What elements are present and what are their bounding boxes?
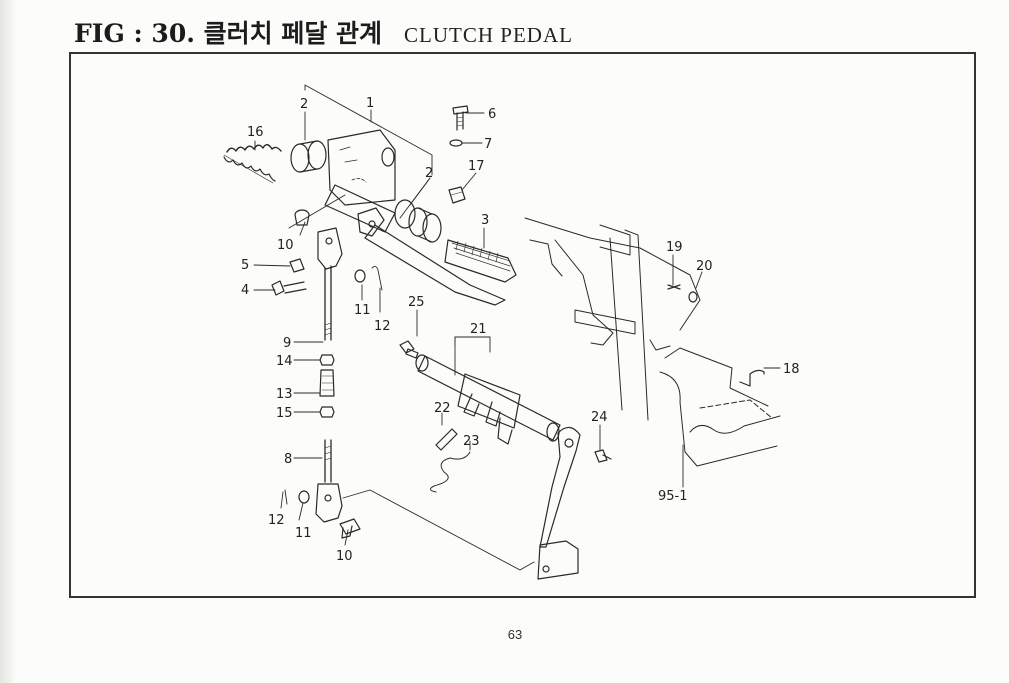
callout-12b: 12	[268, 513, 285, 528]
page-number: 63	[507, 627, 523, 642]
page-binding-edge	[0, 0, 16, 683]
callout-19: 19	[666, 240, 683, 255]
callout-11a: 11	[354, 303, 371, 318]
callout-4: 4	[241, 283, 249, 298]
callout-9: 9	[283, 336, 291, 351]
callout-12a: 12	[374, 319, 391, 334]
leader-lines	[253, 84, 781, 571]
adjusting-rod	[319, 354, 335, 483]
callout-15: 15	[276, 406, 293, 421]
pedal-shaft-bracket	[324, 129, 506, 306]
callout-14: 14	[276, 354, 293, 369]
bushing-top	[290, 140, 327, 173]
callout-11b: 11	[295, 526, 312, 541]
callout-13: 13	[276, 387, 293, 402]
callout-95-1: 95-1	[658, 489, 688, 504]
upper-clevis-assembly	[271, 209, 383, 341]
callout-2b: 2	[425, 166, 433, 181]
callout-10a: 10	[277, 238, 294, 253]
bushing-right	[408, 207, 442, 243]
clutch-cross-shaft	[415, 354, 561, 445]
callout-3: 3	[481, 213, 489, 228]
callout-5: 5	[241, 258, 249, 273]
callout-1: 1	[366, 96, 374, 111]
shaft-bolt	[594, 449, 612, 463]
clutch-pedal-arm	[537, 426, 581, 580]
callout-17: 17	[468, 159, 485, 174]
figure-subtitle: CLUTCH PEDAL	[404, 23, 573, 47]
callout-8: 8	[284, 452, 292, 467]
figure-title: FIG : 30. 클러치 페달 관계	[74, 19, 383, 48]
callout-22: 22	[434, 401, 451, 416]
callout-16: 16	[247, 125, 264, 140]
callout-23: 23	[463, 434, 480, 449]
lower-clevis-assembly	[284, 483, 361, 539]
return-spring	[223, 144, 282, 184]
callout-24: 24	[591, 410, 608, 425]
grease-nipple-shaft	[399, 340, 419, 359]
callout-10b: 10	[336, 549, 353, 564]
callout-18: 18	[783, 362, 800, 377]
callout-21: 21	[470, 322, 487, 337]
bolt-washer-nipple	[448, 105, 469, 204]
diagram-frame	[69, 52, 976, 598]
callout-labels: 1 2 2 3 4 5 6 7 8 9 10 10 11 11 12 12 13…	[241, 96, 800, 564]
callout-20: 20	[696, 259, 713, 274]
tractor-frame	[524, 217, 781, 467]
callout-6: 6	[488, 107, 496, 122]
callout-2a: 2	[300, 97, 308, 112]
fork-pin-and-clip	[430, 428, 471, 493]
figure-header: FIG : 30. 클러치 페달 관계 CLUTCH PEDAL	[74, 14, 573, 48]
callout-25: 25	[408, 295, 425, 310]
bracket-hook-pin	[667, 284, 765, 387]
callout-7: 7	[484, 137, 492, 152]
pedal-pad	[444, 239, 517, 283]
